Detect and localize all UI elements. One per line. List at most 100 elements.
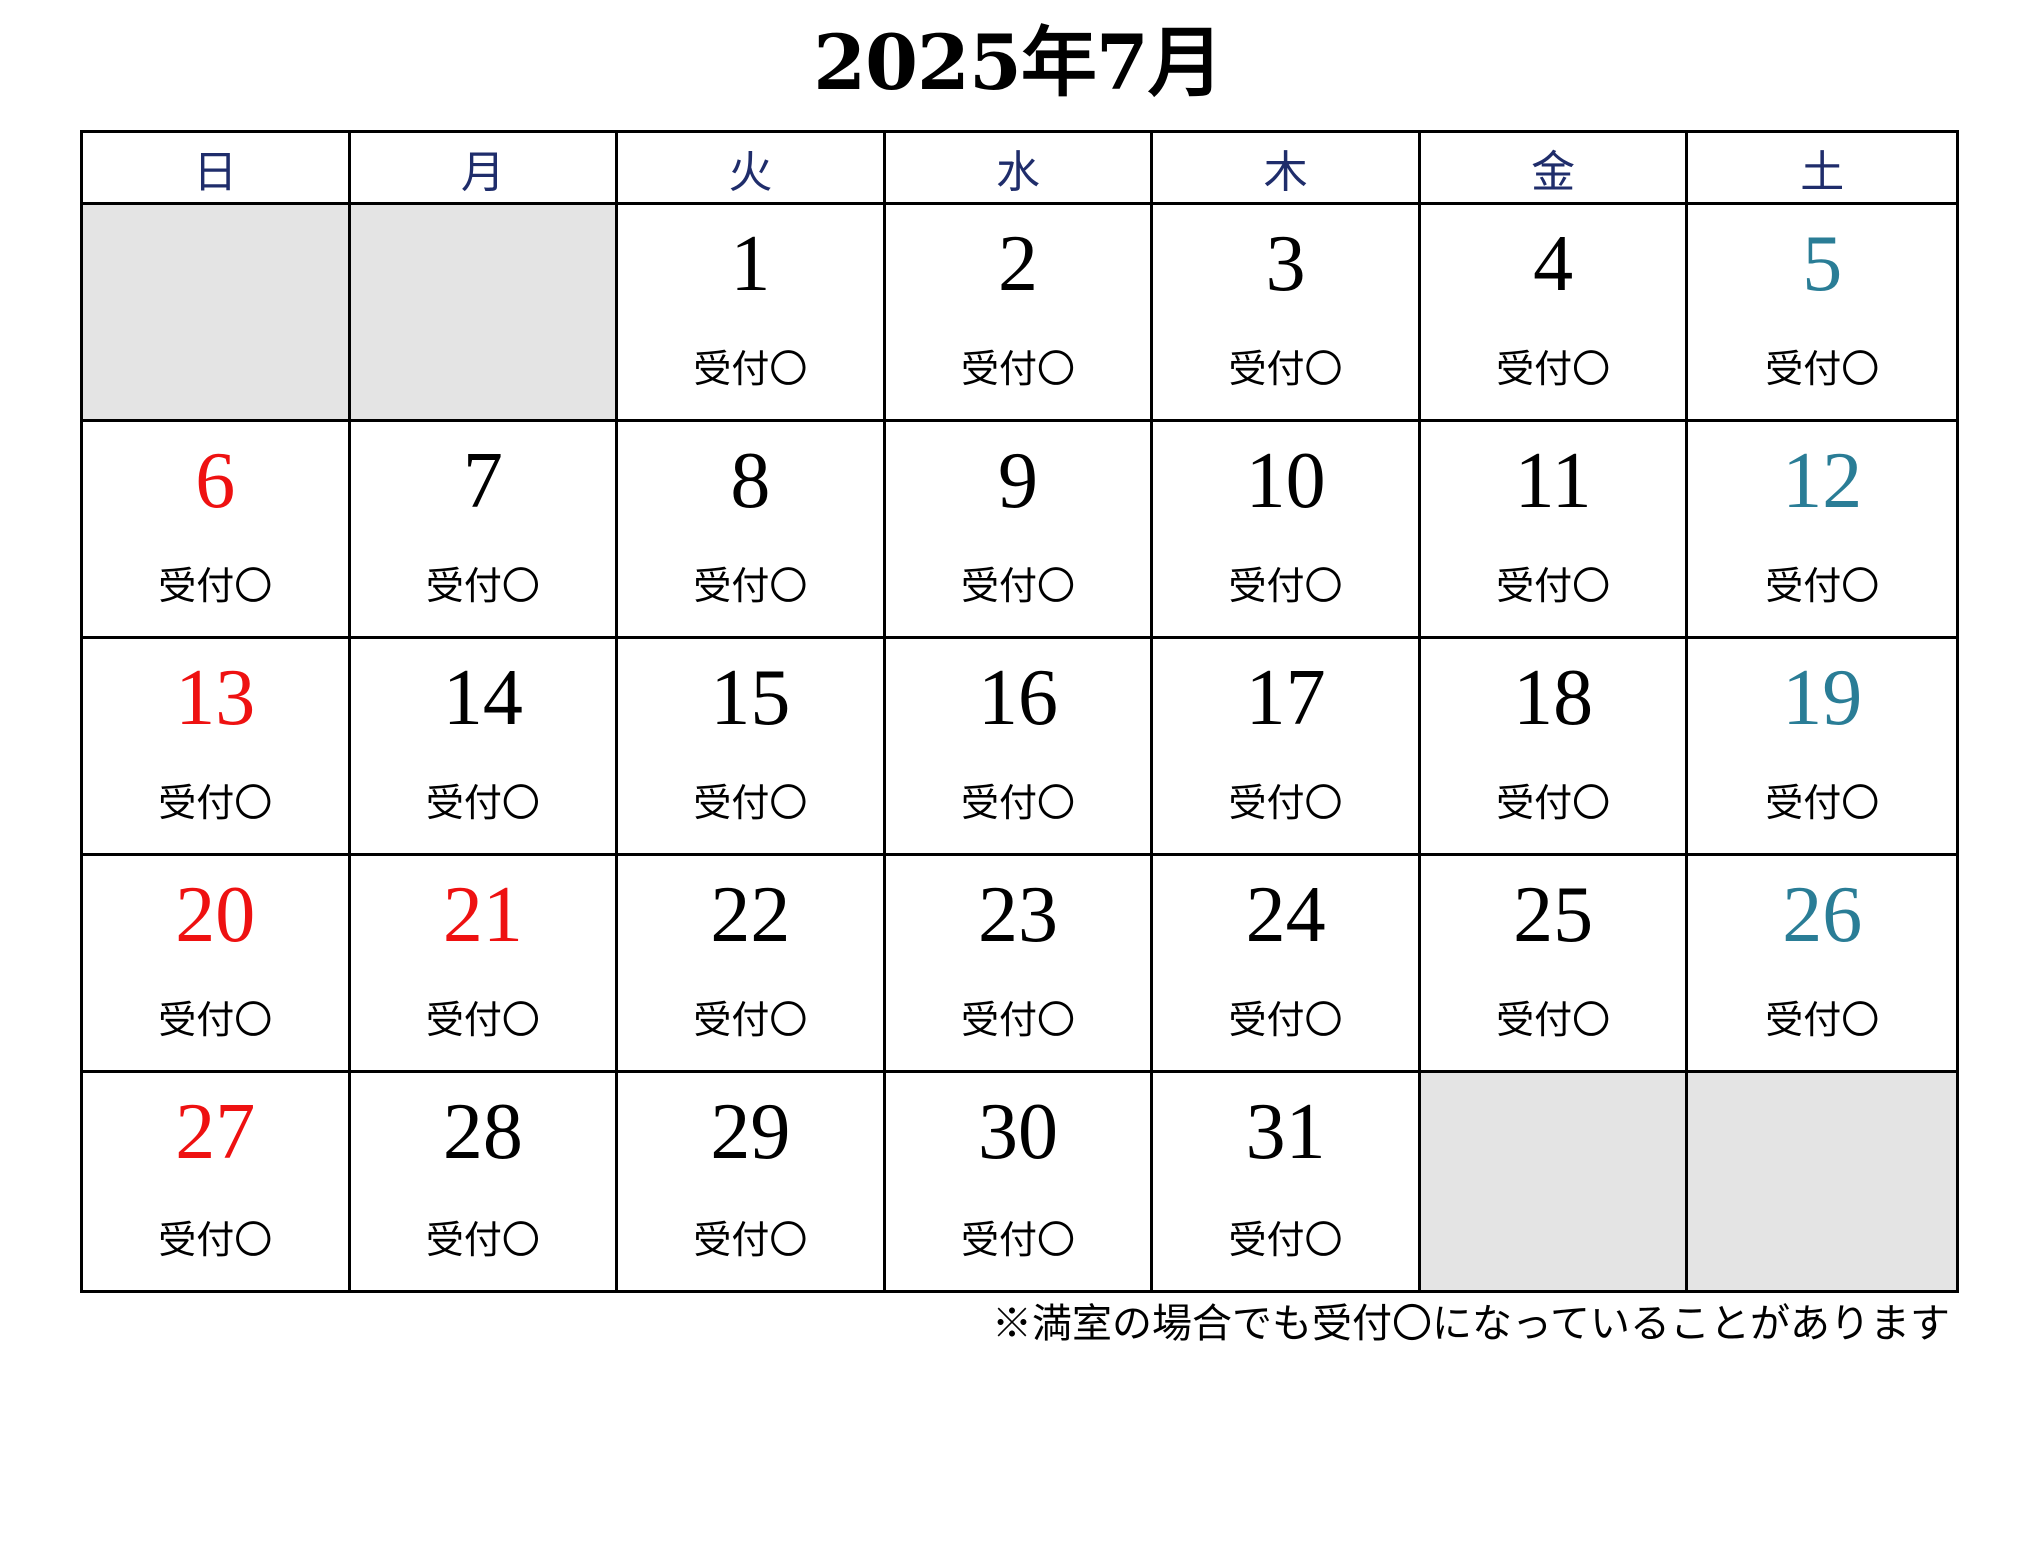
day-cell: 30 受付〇 <box>885 1073 1154 1290</box>
day-cell: 23 受付〇 <box>885 856 1154 1073</box>
empty-day-cell <box>1688 1073 1956 1290</box>
reception-status: 受付〇 <box>960 564 1075 608</box>
day-cell: 4 受付〇 <box>1420 205 1689 422</box>
day-number: 1 <box>730 220 771 308</box>
day-cell: 25 受付〇 <box>1420 856 1689 1073</box>
day-number: 16 <box>977 654 1058 742</box>
reception-status: 受付〇 <box>1228 564 1343 608</box>
day-number: 12 <box>1782 437 1863 525</box>
day-number: 25 <box>1513 871 1594 959</box>
day-number: 2 <box>997 220 1038 308</box>
reception-status: 受付〇 <box>693 347 808 391</box>
day-cell: 1 受付〇 <box>618 205 886 422</box>
day-number: 31 <box>1245 1088 1326 1176</box>
day-cell: 6 受付〇 <box>83 422 351 639</box>
reception-status: 受付〇 <box>1228 1218 1343 1262</box>
day-cell: 22 受付〇 <box>618 856 886 1073</box>
day-cell: 11 受付〇 <box>1420 422 1689 639</box>
day-cell: 21 受付〇 <box>350 856 619 1073</box>
day-cell: 20 受付〇 <box>83 856 351 1073</box>
reception-status: 受付〇 <box>158 998 273 1042</box>
reception-status: 受付〇 <box>960 1218 1075 1262</box>
footnote: ※満室の場合でも受付〇になっていることがあります <box>992 1301 1950 1347</box>
day-number: 24 <box>1245 871 1326 959</box>
day-number: 4 <box>1533 220 1574 308</box>
reception-status: 受付〇 <box>693 998 808 1042</box>
reception-status: 受付〇 <box>425 998 540 1042</box>
weekday-header-thu: 木 <box>1153 133 1421 205</box>
weekday-header-wed: 水 <box>885 133 1154 205</box>
day-cell: 26 受付〇 <box>1688 856 1956 1073</box>
day-number: 15 <box>710 654 791 742</box>
weekday-header-sat: 土 <box>1688 133 1956 205</box>
reception-status: 受付〇 <box>425 564 540 608</box>
day-number: 26 <box>1782 871 1863 959</box>
day-number: 20 <box>175 871 256 959</box>
weekday-header-tue: 火 <box>618 133 886 205</box>
reception-status: 受付〇 <box>1765 564 1880 608</box>
reception-status: 受付〇 <box>425 1218 540 1262</box>
reception-status: 受付〇 <box>158 564 273 608</box>
day-number: 3 <box>1265 220 1306 308</box>
day-cell: 8 受付〇 <box>618 422 886 639</box>
day-number: 8 <box>730 437 771 525</box>
day-number: 5 <box>1802 220 1843 308</box>
empty-day-cell <box>350 205 619 422</box>
day-number: 27 <box>175 1088 256 1176</box>
day-number: 28 <box>442 1088 523 1176</box>
empty-day-cell <box>1420 1073 1689 1290</box>
weekday-header-fri: 金 <box>1420 133 1689 205</box>
reception-status: 受付〇 <box>960 781 1075 825</box>
day-number: 10 <box>1245 437 1326 525</box>
reception-status: 受付〇 <box>1228 998 1343 1042</box>
day-number: 30 <box>977 1088 1058 1176</box>
day-number: 13 <box>175 654 256 742</box>
day-cell: 18 受付〇 <box>1420 639 1689 856</box>
day-number: 18 <box>1513 654 1594 742</box>
day-cell: 10 受付〇 <box>1153 422 1421 639</box>
reception-status: 受付〇 <box>1228 347 1343 391</box>
reception-status: 受付〇 <box>693 564 808 608</box>
day-cell: 16 受付〇 <box>885 639 1154 856</box>
reception-status: 受付〇 <box>960 998 1075 1042</box>
day-number: 29 <box>710 1088 791 1176</box>
day-cell: 24 受付〇 <box>1153 856 1421 1073</box>
reception-status: 受付〇 <box>425 781 540 825</box>
reception-status: 受付〇 <box>1765 781 1880 825</box>
day-cell: 15 受付〇 <box>618 639 886 856</box>
reception-status: 受付〇 <box>693 781 808 825</box>
reception-status: 受付〇 <box>1496 781 1611 825</box>
day-number: 7 <box>462 437 503 525</box>
weekday-header-sun: 日 <box>83 133 351 205</box>
day-cell: 7 受付〇 <box>350 422 619 639</box>
reception-status: 受付〇 <box>1496 564 1611 608</box>
day-cell: 28 受付〇 <box>350 1073 619 1290</box>
reception-status: 受付〇 <box>1228 781 1343 825</box>
day-cell: 12 受付〇 <box>1688 422 1956 639</box>
day-number: 23 <box>977 871 1058 959</box>
empty-day-cell <box>83 205 351 422</box>
reception-status: 受付〇 <box>960 347 1075 391</box>
reception-status: 受付〇 <box>1765 998 1880 1042</box>
day-number: 6 <box>195 437 236 525</box>
day-number: 21 <box>442 871 523 959</box>
day-number: 17 <box>1245 654 1326 742</box>
day-number: 22 <box>710 871 791 959</box>
day-cell: 17 受付〇 <box>1153 639 1421 856</box>
day-number: 14 <box>442 654 523 742</box>
calendar-title: 2025年7月 <box>813 18 1223 107</box>
day-number: 11 <box>1514 437 1592 525</box>
reception-status: 受付〇 <box>1496 347 1611 391</box>
day-cell: 14 受付〇 <box>350 639 619 856</box>
day-cell: 31 受付〇 <box>1153 1073 1421 1290</box>
day-cell: 2 受付〇 <box>885 205 1154 422</box>
day-cell: 3 受付〇 <box>1153 205 1421 422</box>
reception-status: 受付〇 <box>1496 998 1611 1042</box>
